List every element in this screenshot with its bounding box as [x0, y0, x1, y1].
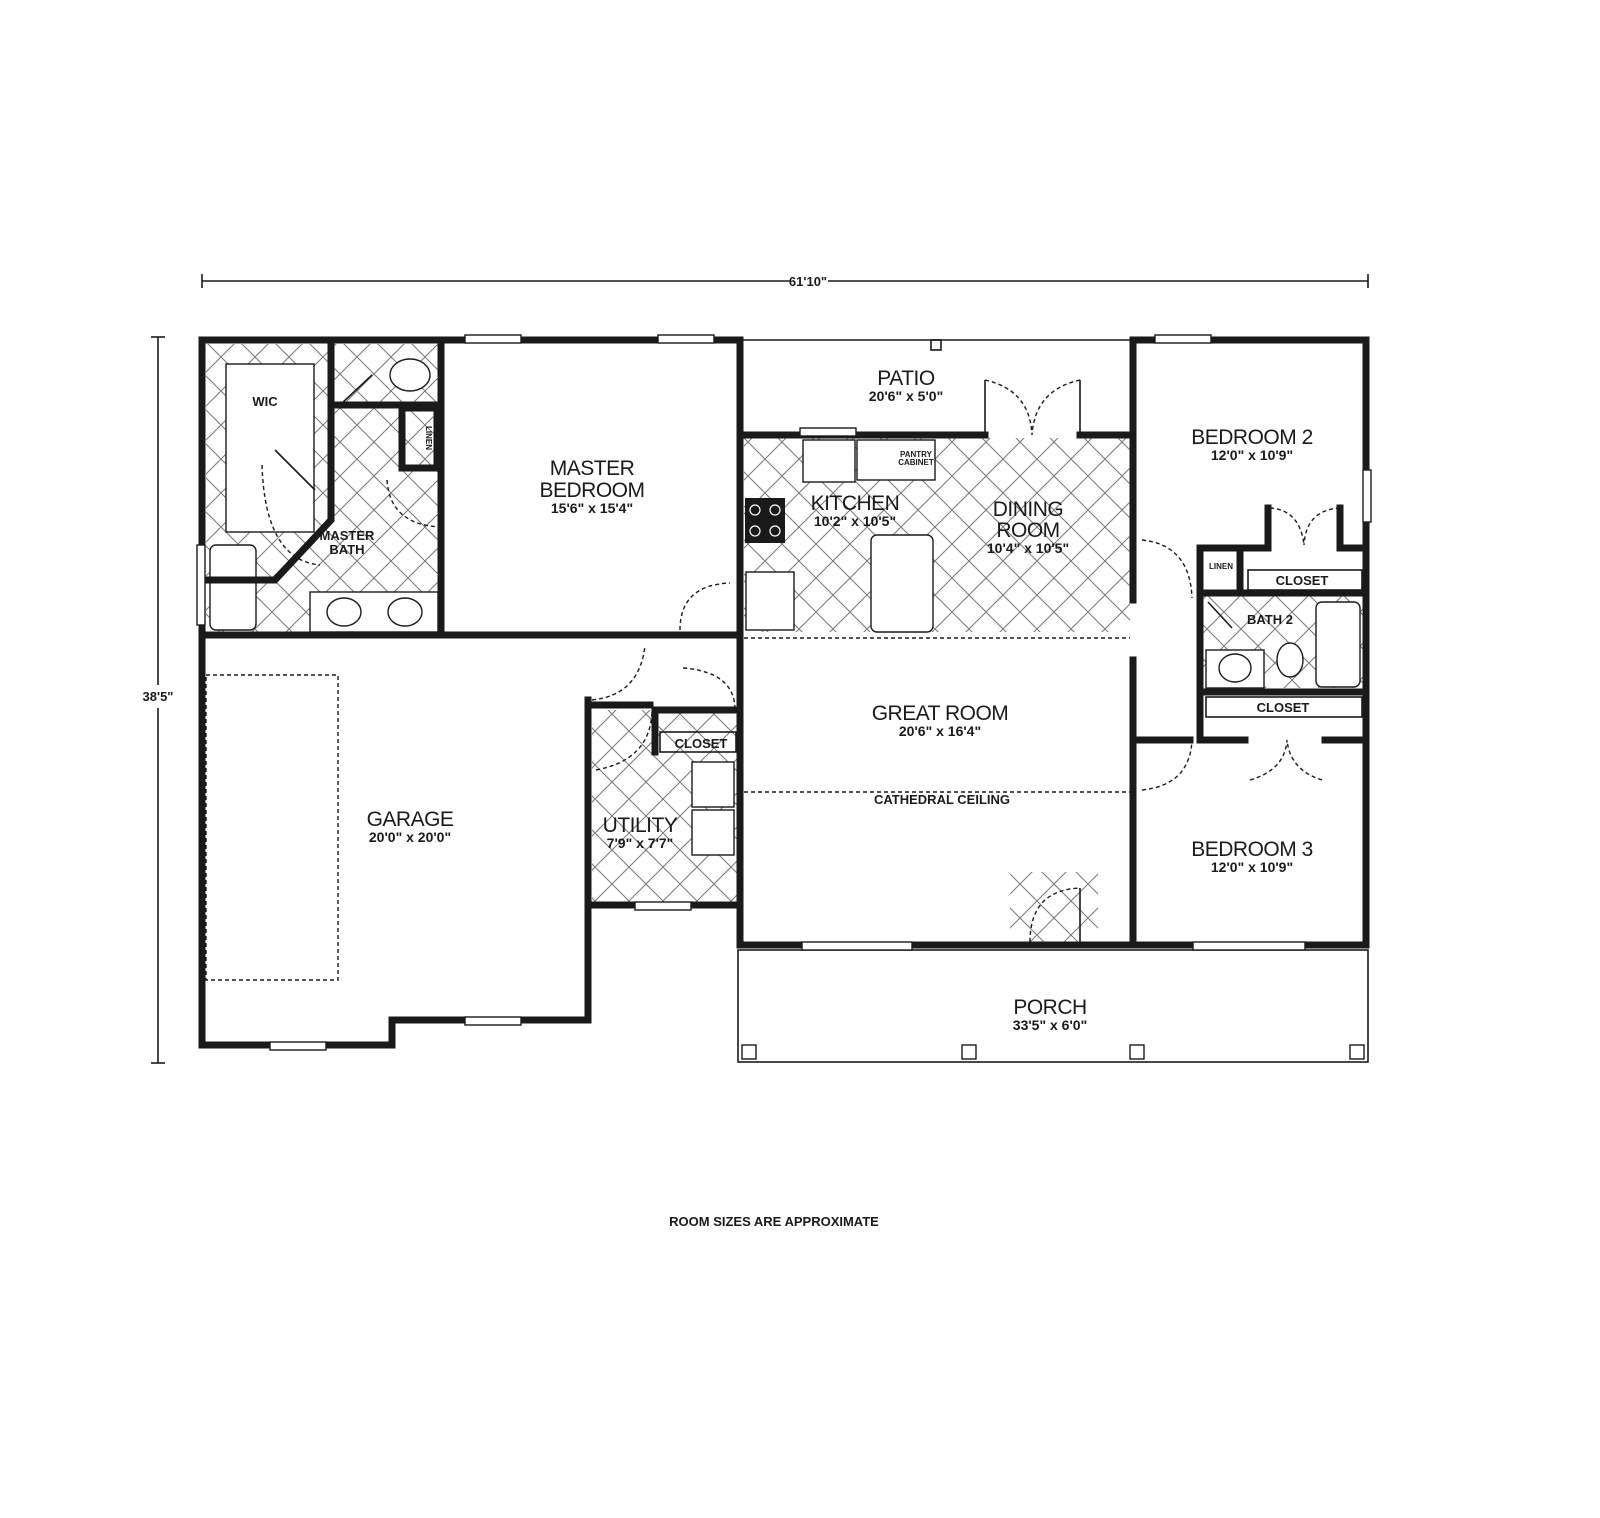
room-labels: WIC MASTER BATH LINEN MASTER BEDROOM 15'…: [252, 367, 1328, 1033]
wic-label: WIC: [252, 394, 278, 409]
kitchen-island: [870, 534, 934, 633]
fixtures: [209, 358, 1363, 856]
svg-text:CABINET: CABINET: [898, 458, 934, 467]
patio-label: PATIO: [877, 367, 935, 390]
toilet-icon: [389, 358, 431, 392]
kitchen-label: KITCHEN: [811, 492, 900, 515]
kitchen-size: 10'2" x 10'5": [814, 513, 896, 529]
kitchen-sink: [802, 439, 856, 483]
doors: [261, 374, 1341, 943]
porch-outline: [737, 949, 1369, 1063]
dining-room-label: DINING: [993, 498, 1064, 521]
width-label: 61'10": [789, 274, 827, 289]
windows: [196, 334, 1372, 1051]
bath2-tub: [1315, 601, 1361, 688]
sink-icon: [1218, 653, 1252, 683]
depth-label: 38'5": [143, 689, 174, 704]
porch-post: [961, 1044, 977, 1060]
bedroom2-label: BEDROOM 2: [1191, 426, 1313, 449]
bedroom3-size: 12'0" x 10'9": [1211, 859, 1293, 875]
stove-icon: [745, 498, 785, 543]
linen-label: LINEN: [424, 426, 433, 450]
porch-post: [1129, 1044, 1145, 1060]
porch-label: PORCH: [1013, 996, 1086, 1019]
pantry-label: PANTRY: [900, 450, 933, 459]
garage-parking-outline: [205, 674, 339, 981]
porch-post: [741, 1044, 757, 1060]
approximate-note: ROOM SIZES ARE APPROXIMATE: [669, 1214, 879, 1229]
bath2-label: BATH 2: [1247, 612, 1293, 627]
patio-size: 20'6" x 5'0": [869, 388, 943, 404]
svg-text:ROOM: ROOM: [996, 519, 1059, 542]
pantry-cabinet: [856, 439, 936, 481]
master-bath-label: MASTER: [320, 528, 376, 543]
great-room-size: 20'6" x 16'4": [899, 723, 981, 739]
garage-size: 20'0" x 20'0": [369, 829, 451, 845]
closet-label: CLOSET: [1276, 573, 1329, 588]
dryer-icon: [691, 809, 735, 856]
master-bedroom-size: 15'6" x 15'4": [551, 500, 633, 516]
closet-label: CLOSET: [675, 736, 728, 751]
linen-label: LINEN: [1209, 562, 1233, 571]
toilet-icon: [1276, 642, 1304, 678]
walls: [198, 336, 1370, 1063]
great-room-label: GREAT ROOM: [872, 702, 1009, 725]
garage-label: GARAGE: [367, 808, 454, 831]
porch-post: [1349, 1044, 1365, 1060]
svg-text:BATH: BATH: [329, 542, 364, 557]
depth-dimension: 38'5": [143, 336, 174, 1064]
master-tub: [209, 544, 257, 631]
bedroom3-label: BEDROOM 3: [1191, 838, 1313, 861]
washer-icon: [691, 761, 735, 808]
utility-label: UTILITY: [603, 814, 678, 837]
sink-icon: [326, 597, 362, 627]
bedroom2-size: 12'0" x 10'9": [1211, 447, 1293, 463]
master-bedroom-label: MASTER: [550, 457, 635, 480]
closet-label: CLOSET: [1257, 700, 1310, 715]
dining-room-size: 10'4" x 10'5": [987, 540, 1069, 556]
svg-text:BEDROOM: BEDROOM: [539, 479, 644, 502]
wic-shelf: [225, 363, 315, 533]
porch-size: 33'5" x 6'0": [1013, 1017, 1087, 1033]
width-dimension: 61'10": [201, 274, 1369, 289]
refrigerator: [745, 571, 795, 631]
utility-size: 7'9" x 7'7": [607, 835, 674, 851]
sink-icon: [387, 597, 423, 627]
cathedral-ceiling-label: CATHEDRAL CEILING: [874, 792, 1010, 807]
